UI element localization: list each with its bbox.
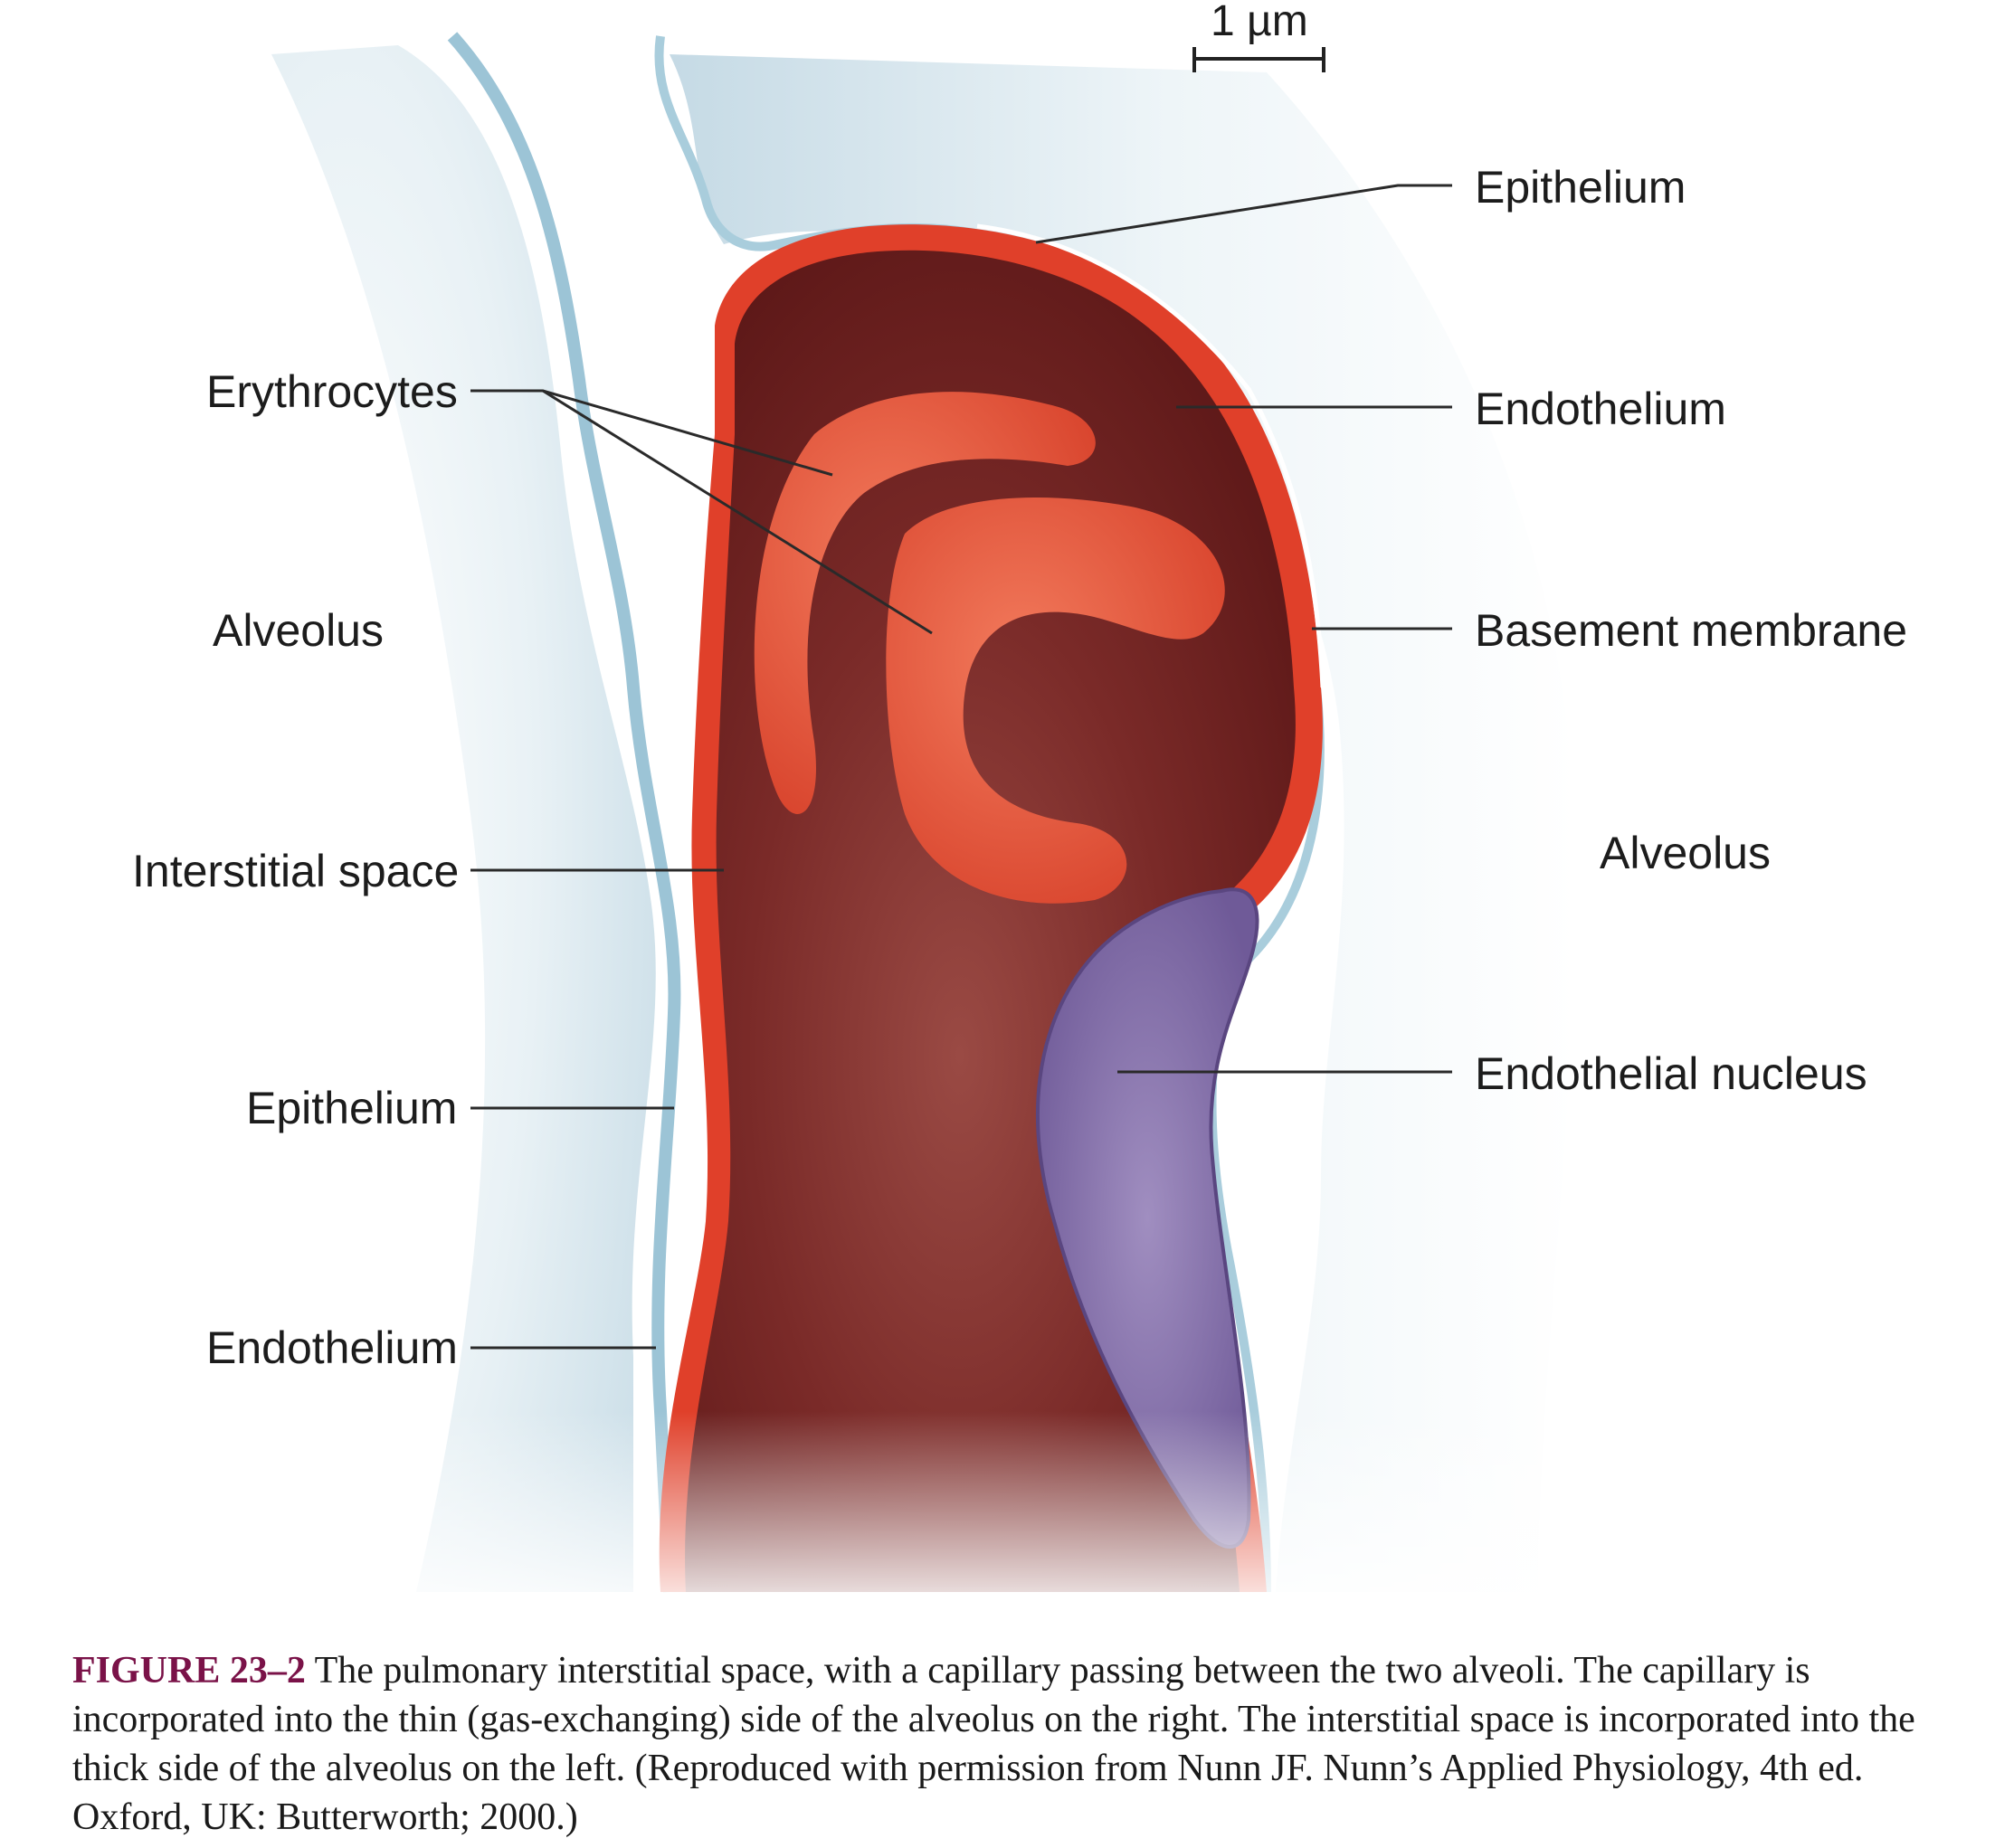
left-alveolus-tint xyxy=(271,45,656,1592)
label-alveolus-right: Alveolus xyxy=(1600,828,1771,878)
figure-caption: FIGURE 23–2 The pulmonary interstitial s… xyxy=(72,1646,1954,1842)
erythrocyte-upper xyxy=(754,392,1096,814)
figure-number: FIGURE 23–2 xyxy=(72,1650,306,1692)
figure-illustration: 1 µm Epithelium Endothelium Basement mem… xyxy=(132,0,1908,1628)
leader-epithelium-right xyxy=(1035,184,1452,244)
bottom-fade xyxy=(362,1411,1629,1628)
erythrocyte-c-shaped xyxy=(886,498,1225,904)
scale-bar xyxy=(1192,47,1325,72)
label-epithelium-left: Epithelium xyxy=(246,1083,458,1133)
label-epithelium-right: Epithelium xyxy=(1475,162,1686,213)
label-basement-membrane: Basement membrane xyxy=(1475,605,1908,656)
left-epithelium-line xyxy=(447,32,681,1593)
label-alveolus-left: Alveolus xyxy=(213,605,384,656)
label-interstitial-space: Interstitial space xyxy=(132,846,460,896)
label-erythrocytes: Erythrocytes xyxy=(206,366,458,417)
capillary-diagram xyxy=(271,32,1629,1628)
leader-erythrocytes-b xyxy=(542,389,933,635)
interstitial-space xyxy=(588,362,724,1592)
label-endothelial-nucleus: Endothelial nucleus xyxy=(1475,1048,1867,1099)
label-endothelium-right: Endothelium xyxy=(1475,384,1726,434)
caption-text: The pulmonary interstitial space, with a… xyxy=(72,1650,1915,1838)
basement-membrane-line xyxy=(976,223,1325,688)
scale-bar-label: 1 µm xyxy=(1211,0,1308,45)
right-alveolus-tint xyxy=(670,54,1576,1592)
label-endothelium-left: Endothelium xyxy=(206,1322,458,1373)
leader-lines xyxy=(470,184,1452,1350)
